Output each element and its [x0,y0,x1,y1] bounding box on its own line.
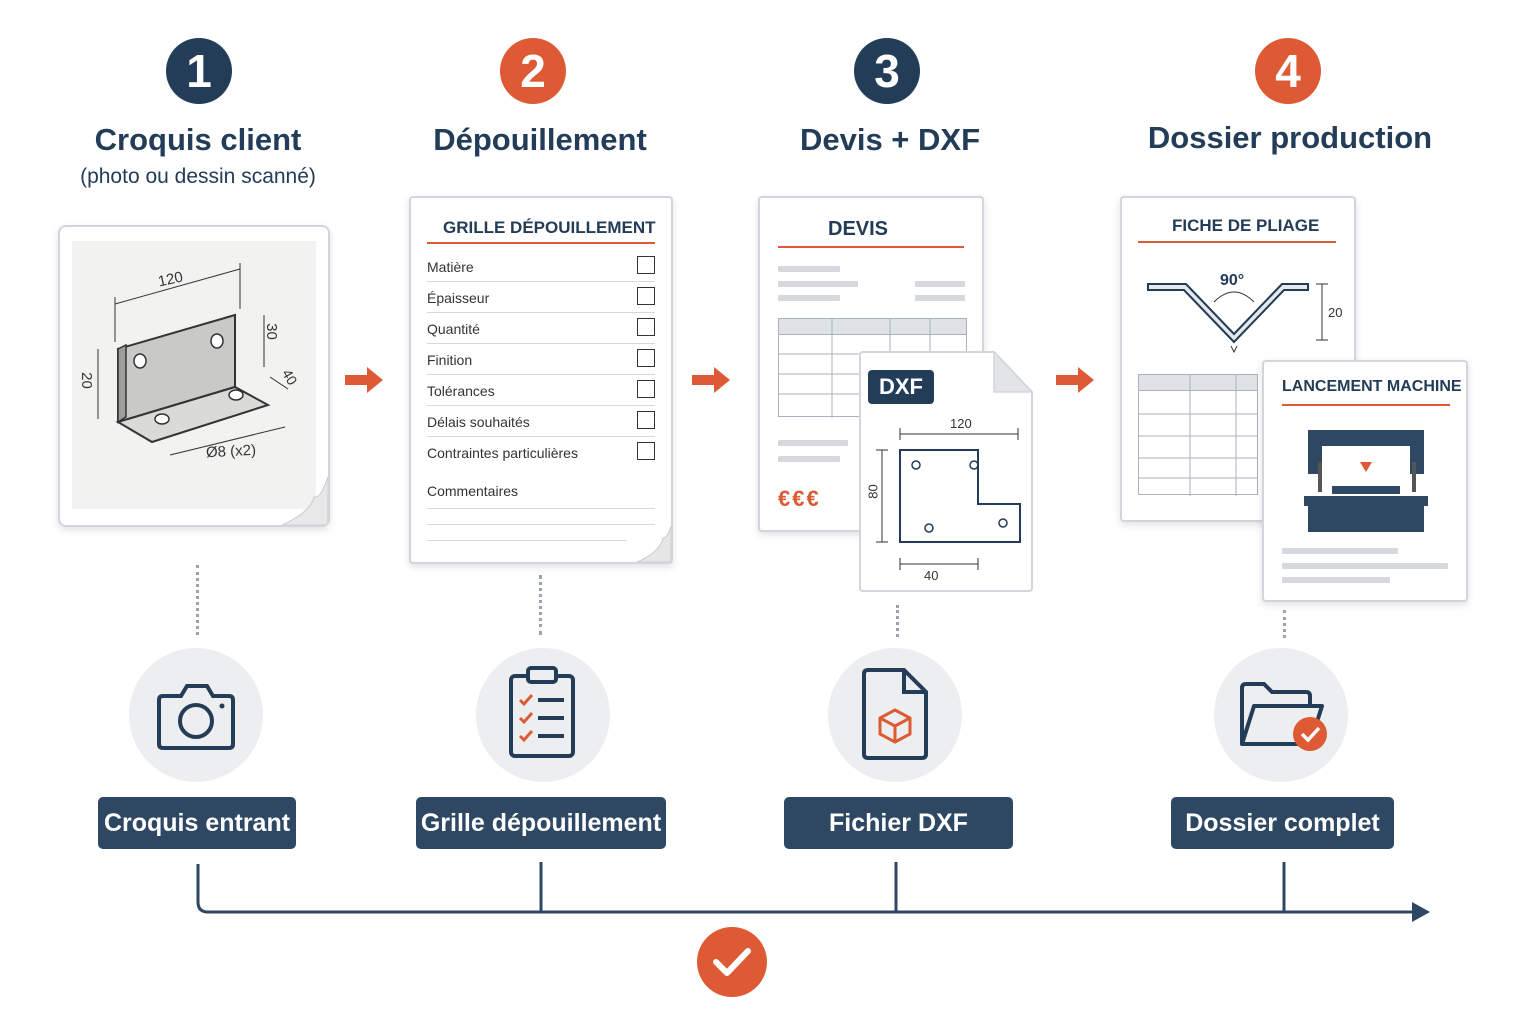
grid-document: GRILLE DÉPOUILLEMENT Matière Épaisseur Q… [409,196,673,564]
step-3-number: 3 [854,38,920,104]
pliage-dim: 20 [1328,305,1343,320]
dotted-connector [896,605,903,637]
text-placeholder [1282,548,1398,554]
grid-row: Épaisseur [427,281,655,313]
devis-title: DEVIS [828,218,889,240]
check-circle-icon [697,927,767,997]
comment-line [427,508,655,509]
step-4-number: 4 [1255,38,1321,104]
sketch-dim-left: 20 [77,372,95,389]
text-placeholder [778,440,848,446]
grid-title-rule [427,242,655,244]
dxf-file-icon [862,668,928,760]
step-4-title: Dossier production [1147,120,1433,155]
text-placeholder [778,456,840,462]
pliage-title-rule [1138,241,1336,243]
dxf-dim-bottom: 40 [924,568,939,583]
pliage-title: FICHE DE PLIAGE [1172,216,1320,235]
step-2-title: Dépouillement [433,122,647,157]
step-1-number: 1 [166,38,232,104]
pliage-angle: 90° [1220,272,1245,289]
page-curl [637,526,671,562]
bracket-sketch [97,263,289,456]
grid-row: Contraintes particulières [427,436,655,467]
camera-icon-circle [129,648,263,782]
dotted-connector [1283,610,1290,638]
dxf-file-icon-circle [828,648,962,782]
step-2-number: 2 [500,38,566,104]
sketch-dim-hole: Ø8 (x2) [205,441,257,462]
dxf-dim-width: 120 [950,416,972,431]
grid-row: Matière [427,250,655,282]
machine-document: LANCEMENT MACHINE [1262,360,1468,602]
clipboard-checklist-icon [509,666,575,758]
checkbox[interactable] [637,318,655,336]
checkbox[interactable] [637,349,655,367]
text-placeholder [1282,563,1448,569]
grid-title: GRILLE DÉPOUILLEMENT [443,218,656,237]
checkbox[interactable] [637,442,655,460]
label-dossier-complet: Dossier complet [1171,797,1394,849]
page-curl [282,477,328,525]
label-grille-depouillement: Grille dépouillement [416,797,666,849]
text-placeholder [778,281,858,287]
comment-line [427,524,655,525]
dxf-document: DXF 120 80 40 [858,350,1034,593]
step-3-title: Devis + DXF [799,122,981,157]
text-placeholder [778,295,840,301]
dotted-connector [539,575,546,635]
pliage-table [1138,374,1258,496]
text-placeholder [915,281,965,287]
bend-diagram [1147,283,1328,354]
arrow-right-icon [692,367,730,393]
label-croquis-entrant: Croquis entrant [98,797,296,849]
folder-check-icon [1240,682,1327,751]
checkbox[interactable] [637,256,655,274]
timeline [196,862,1430,922]
machine-title-rule [1282,404,1450,406]
folder-icon-circle [1214,648,1348,782]
arrow-right-icon [1056,367,1094,393]
camera-icon [157,684,235,750]
machine-title: LANCEMENT MACHINE [1282,378,1462,395]
text-placeholder [1282,577,1390,583]
dxf-dim-height: 80 [865,484,881,499]
checkbox[interactable] [637,411,655,429]
grid-comments: Commentaires [427,483,519,499]
checkbox[interactable] [637,380,655,398]
text-placeholder [915,295,965,301]
sketch-photo: 120 30 20 40 Ø8 (x2) [58,225,330,527]
comment-line [427,540,627,541]
checkbox[interactable] [637,287,655,305]
grid-row: Quantité [427,312,655,344]
pliage-document: FICHE DE PLIAGE 90° 20 [1120,196,1356,522]
step-1-subtitle: (photo ou dessin scanné) [80,165,316,188]
arrow-right-icon [345,367,383,393]
devis-price: €€€ [778,486,821,511]
sketch-dim-height: 30 [262,323,280,340]
grid-row: Tolérances [427,374,655,406]
grid-row: Finition [427,343,655,375]
dxf-sheet [859,350,1034,592]
press-brake-icon [1304,430,1428,532]
dxf-badge: DXF [868,370,934,404]
grid-row: Délais souhaités [427,405,655,437]
dotted-connector [196,565,203,635]
step-1-title: Croquis client [94,122,302,157]
text-placeholder [778,266,840,272]
devis-title-rule [778,246,964,248]
label-fichier-dxf: Fichier DXF [784,797,1013,849]
clipboard-icon-circle [476,648,610,782]
